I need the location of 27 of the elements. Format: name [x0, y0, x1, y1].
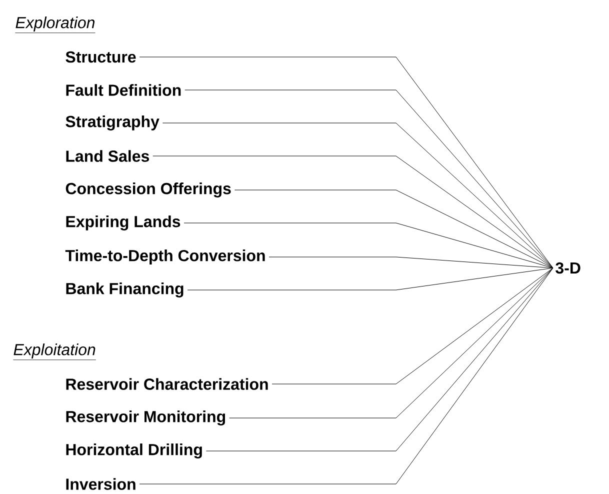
connector-line [162, 122, 554, 268]
connector-line [184, 222, 554, 268]
connector-line [139, 268, 554, 484]
connector-line [184, 90, 554, 268]
item-text: Reservoir Characterization [66, 378, 268, 390]
section-heading: Exploitation [13, 344, 96, 360]
connector-line [187, 268, 554, 290]
item-text: Structure [66, 51, 136, 63]
connector-line [268, 256, 554, 268]
section-heading: Exploration [15, 16, 96, 34]
hub-text: 3-D [556, 262, 580, 274]
item-text: Time-to-Depth Conversion [65, 250, 265, 264]
item-text: Stratigraphy [66, 116, 160, 130]
connector-line [152, 156, 554, 268]
item-text: Reservoir Monitoring [66, 410, 226, 426]
item-text: Concession Offerings [66, 182, 231, 198]
connector-line [272, 268, 554, 384]
item-text: Bank Financing [66, 282, 184, 298]
connector-line [234, 190, 554, 268]
item-text: Land Sales [66, 150, 149, 162]
item-text: Expiring Lands [66, 216, 180, 230]
item-text: Inversion [66, 478, 136, 490]
connector-line [229, 268, 554, 418]
connector-line [206, 268, 554, 452]
item-text: Horizontal Drilling [66, 444, 202, 458]
item-text: Fault Definition [66, 84, 181, 96]
connector-line [139, 56, 554, 268]
